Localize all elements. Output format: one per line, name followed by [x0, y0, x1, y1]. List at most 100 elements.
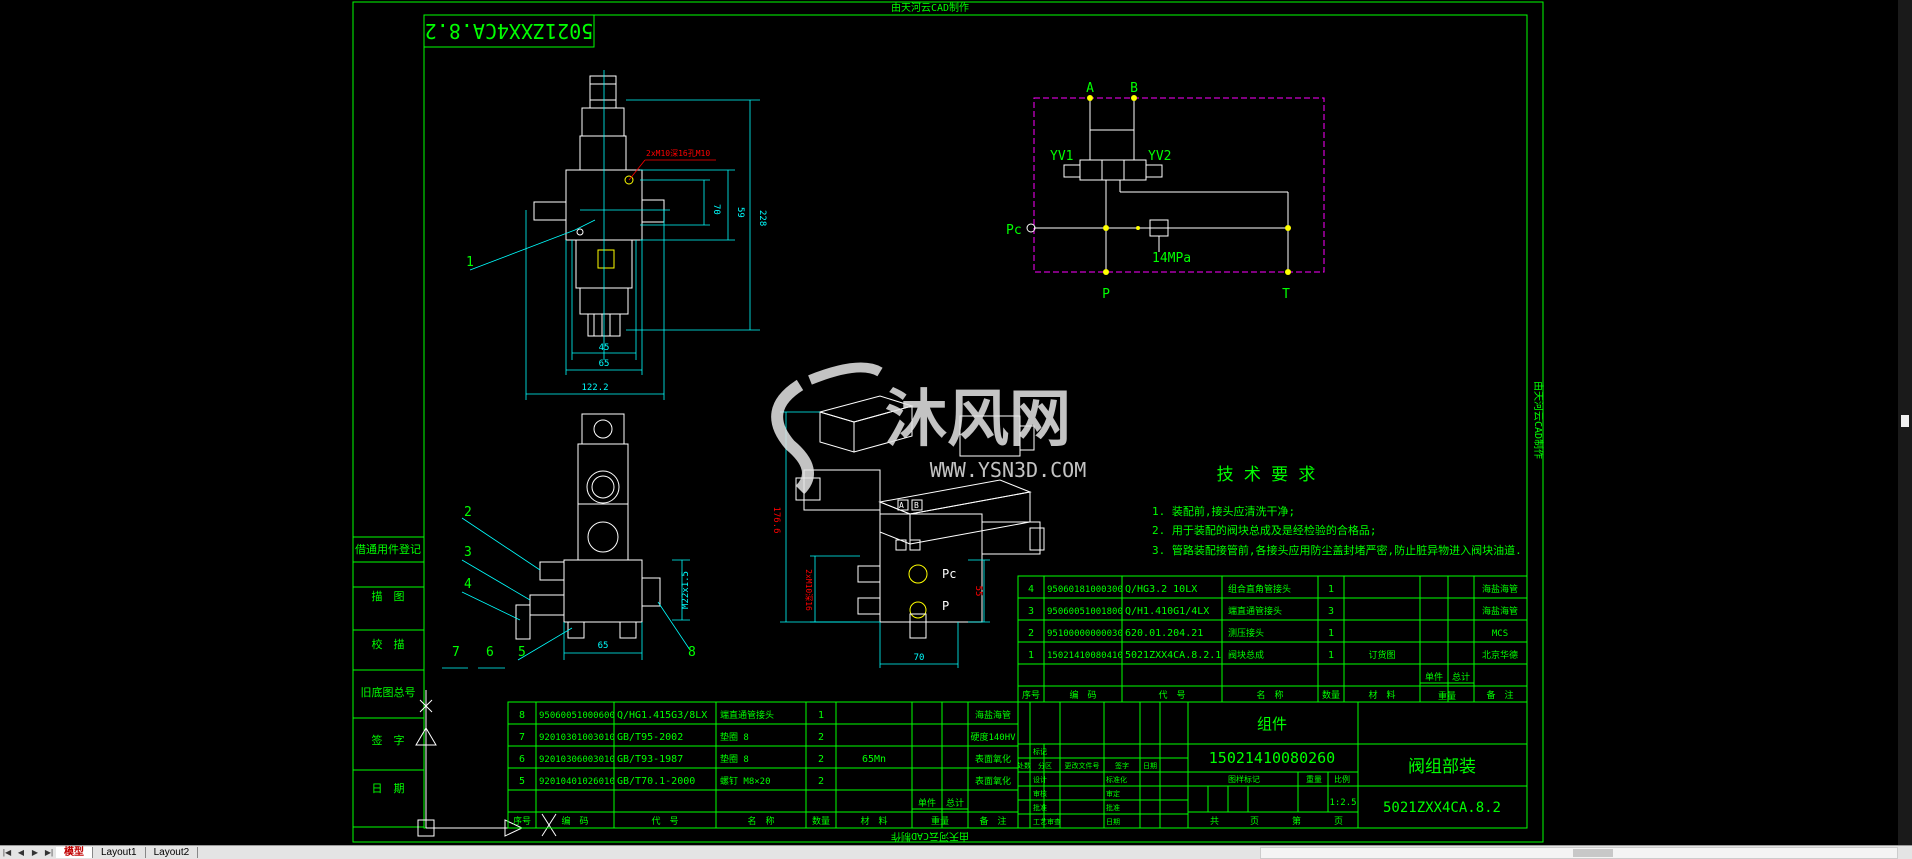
- title-sheets-0: 共: [1210, 816, 1219, 827]
- stamp-label-4: 签 字: [372, 733, 405, 747]
- vertical-scrollbar[interactable]: [1898, 0, 1912, 845]
- bom-upper-no: 4: [1028, 584, 1034, 595]
- bom-lower-no: 7: [519, 732, 525, 743]
- iso-port-a: A: [899, 501, 904, 510]
- tab-layout1[interactable]: Layout1: [93, 847, 146, 858]
- bom-upper-code: 95060051001800: [1047, 607, 1123, 617]
- title-main: 阀组部装: [1408, 757, 1476, 777]
- bom-lower-name: 端直通管接头: [720, 709, 774, 721]
- bom-lower-qty: 2: [818, 776, 824, 787]
- hyd-pressure: 14MPa: [1152, 251, 1191, 266]
- bom-upper-header-cell: 单件: [1425, 671, 1443, 683]
- tab-model[interactable]: 模型: [56, 847, 93, 858]
- front-dim-1: 59: [735, 207, 745, 218]
- title-sheets-2: 第: [1292, 815, 1301, 827]
- title-stage-label: 图样标记: [1228, 774, 1260, 784]
- next-tab-icon[interactable]: ▶: [31, 848, 39, 857]
- watermark-url: WWW.YSN3D.COM: [930, 458, 1087, 482]
- title-sign-row: 工艺审查: [1033, 817, 1061, 826]
- bom-lower-std: GB/T95-2002: [617, 732, 683, 743]
- bom-lower-header-cell: 材 料: [860, 815, 887, 827]
- prev-tab-icon[interactable]: ◀: [17, 848, 25, 857]
- tech-req-1: 1. 装配前,接头应清洗干净;: [1152, 504, 1295, 518]
- title-weight-label: 重量: [1306, 774, 1322, 784]
- bom-lower-note: 硬度140HV: [970, 731, 1016, 743]
- tab-layout2[interactable]: Layout2: [146, 847, 199, 858]
- title-sign-col: 签字: [1115, 761, 1129, 770]
- bom-lower-code: 92010401026010: [539, 777, 615, 787]
- bom-upper-name: 端直通管接头: [1228, 605, 1282, 617]
- iso-dim-1: 2xM10深16: [804, 569, 813, 611]
- front-dim-0: 228: [757, 210, 767, 226]
- bom-lower-std: Q/HG1.415G3/8LX: [617, 710, 707, 721]
- title-sheets-1: 页: [1250, 816, 1259, 827]
- bom-lower-header-cell: 代 号: [651, 816, 678, 827]
- bom-lower-code: 95060051000600: [539, 711, 615, 721]
- bom-upper-header-cell: 名 称: [1256, 689, 1283, 701]
- bom-upper-std: 620.01.204.21: [1125, 628, 1203, 639]
- horizontal-scrollbar[interactable]: [1260, 847, 1898, 859]
- front-dim-2: 70: [711, 204, 721, 215]
- title-sign-row: 审核: [1033, 789, 1047, 798]
- bom-upper-code: 95060181000300: [1047, 585, 1123, 595]
- iso-port-pc: Pc: [942, 567, 956, 581]
- bom-upper-note: 海盐海管: [1482, 605, 1518, 617]
- bom-lower-code: 92010306003010: [539, 755, 615, 765]
- title-part-code: 15021410080260: [1209, 749, 1335, 767]
- bom-lower-name: 垫圈 8: [720, 731, 749, 743]
- first-tab-icon[interactable]: |◀: [2, 848, 12, 857]
- bom-upper-header-cell: 数量: [1322, 689, 1340, 701]
- drawing-code-text: 5021ZXX4CA.8.2: [425, 19, 594, 43]
- bom-upper-header-cell: 代 号: [1158, 690, 1185, 701]
- bom-upper-qty: 3: [1328, 606, 1334, 617]
- vertical-scroll-thumb[interactable]: [1901, 415, 1909, 427]
- horizontal-scroll-thumb[interactable]: [1573, 849, 1613, 857]
- tech-req-2: 2. 用于装配的阀块总成及是经检验的合格品;: [1152, 523, 1377, 537]
- left-stamp-column: [352, 536, 425, 828]
- bom-lower-note: 表面氧化: [975, 753, 1011, 765]
- title-sign-col: 处数: [1017, 761, 1031, 770]
- bom-lower-no: 6: [519, 754, 525, 765]
- hyd-port-t: T: [1282, 287, 1290, 302]
- bom-upper-std: 5021ZXX4CA.8.2.1: [1125, 650, 1221, 661]
- front-label: 1: [466, 255, 474, 270]
- title-std-check: 标准化: [1106, 775, 1127, 784]
- stamp-label-2: 校 描: [372, 637, 405, 651]
- side-label-8: 8: [688, 645, 696, 660]
- bom-lower-note: 表面氧化: [975, 775, 1011, 787]
- title-group: 组件: [1257, 715, 1287, 733]
- bom-upper-std: Q/HG3.2 10LX: [1125, 584, 1197, 595]
- bom-upper-qty: 1: [1328, 628, 1334, 639]
- bom-upper-grid: [1017, 575, 1528, 703]
- front-dim-5: 122.2: [581, 383, 608, 393]
- title-block-grid: [1017, 701, 1528, 829]
- drawing-code-box: [423, 14, 595, 48]
- bom-lower-header-cell: 名 称: [747, 815, 774, 827]
- bom-upper-code: 95100000000030: [1047, 629, 1123, 639]
- bom-lower-grid: [507, 701, 1019, 829]
- bom-lower-std: GB/T93-1987: [617, 754, 683, 765]
- title-sheets-3: 页: [1334, 816, 1343, 827]
- front-note: 2xM10深16孔M10: [646, 149, 710, 158]
- bom-lower-qty: 2: [818, 754, 824, 765]
- bom-upper-header-cell: 序号: [1022, 689, 1040, 701]
- bom-upper-no: 2: [1028, 628, 1034, 639]
- footer-text: 由天河云CAD制作: [891, 830, 969, 843]
- title-scale: 1:2.5: [1329, 798, 1356, 808]
- bom-upper-qty: 1: [1328, 650, 1334, 661]
- iso-port-b: B: [914, 501, 919, 510]
- front-view: [469, 70, 760, 400]
- last-tab-icon[interactable]: ▶|: [44, 848, 54, 857]
- title-sign-row: 标记: [1033, 747, 1047, 756]
- bom-lower-header-cell: 编 码: [561, 815, 588, 827]
- stamp-label-3: 旧底图总号: [361, 685, 416, 699]
- tech-req-3: 3. 管路装配接管前,各接头应用防尘盖封堵严密,防止脏异物进入阀块油道.: [1152, 543, 1522, 557]
- side-label-3: 3: [464, 545, 472, 560]
- bom-lower-std: GB/T70.1-2000: [617, 776, 695, 787]
- bom-lower-name: 螺钉 M8×20: [720, 776, 771, 787]
- bom-upper-note: 北京华德: [1482, 649, 1518, 661]
- title-std-check: 日期: [1106, 818, 1120, 826]
- bom-lower-qty: 1: [818, 710, 824, 721]
- side-text: 由天河云CAD制作: [1532, 381, 1545, 459]
